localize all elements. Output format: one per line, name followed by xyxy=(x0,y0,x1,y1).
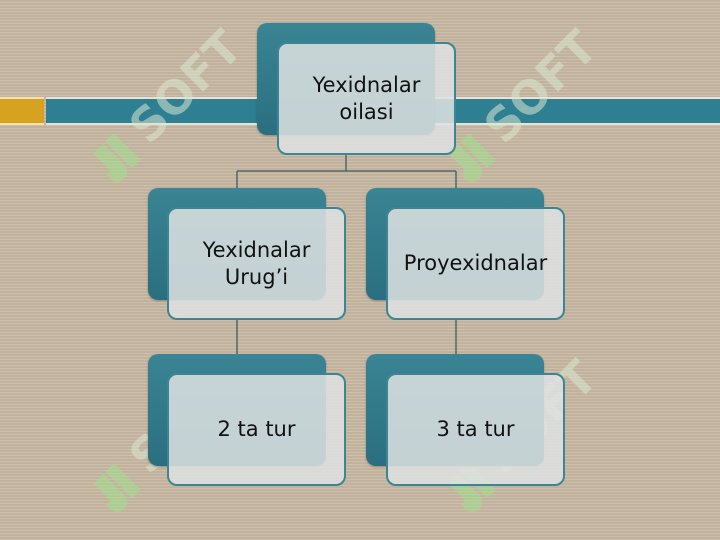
root-node-label: Yexidnalar oilasi xyxy=(312,72,421,124)
leaf-node-right-label: 3 ta tur xyxy=(436,417,515,441)
leaf-node-right-box: 3 ta tur xyxy=(386,373,565,486)
child-node-right-label: Proyexidnalar xyxy=(403,251,548,275)
child-node-right-box: Proyexidnalar xyxy=(386,207,565,320)
child-node-left-box: Yexidnalar Urug’i xyxy=(167,207,346,320)
gold-accent-stripe xyxy=(0,97,44,125)
leaf-node-left-label: 2 ta tur xyxy=(217,417,296,441)
child-node-left-label: Yexidnalar Urug’i xyxy=(202,237,311,289)
root-node-box: Yexidnalar oilasi xyxy=(277,42,456,155)
leaf-node-left-box: 2 ta tur xyxy=(167,373,346,486)
